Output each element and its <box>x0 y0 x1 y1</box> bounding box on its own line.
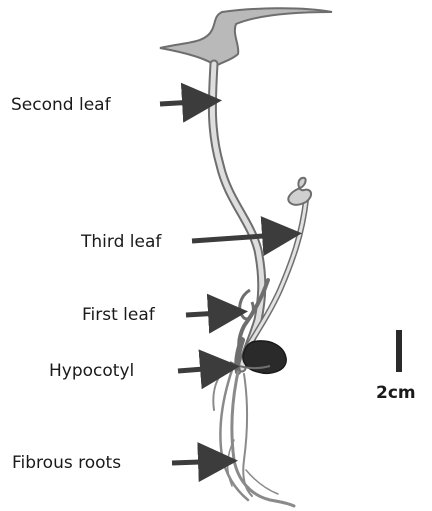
main-stem <box>212 64 261 368</box>
scale-bar <box>396 330 402 372</box>
first-leaf-label: First leaf <box>82 305 155 325</box>
fibrous-roots-arrow <box>172 461 228 463</box>
third-leaf-curl <box>288 178 311 205</box>
hypocotyl-arrow <box>178 367 230 371</box>
first-leaf-loop <box>240 290 254 319</box>
second-leaf-label: Second leaf <box>11 95 111 115</box>
label-arrows <box>160 101 292 463</box>
first-leaf-arrow <box>186 312 238 315</box>
third-leaf-arrow <box>192 234 292 241</box>
fibrous-roots-label: Fibrous roots <box>12 453 121 473</box>
second-leaf-blade <box>160 8 332 66</box>
scale-bar-label: 2cm <box>376 383 416 403</box>
second-leaf-arrow <box>160 101 212 104</box>
fibrous-roots <box>213 368 294 506</box>
hypocotyl-label: Hypocotyl <box>49 361 134 381</box>
third-leaf-label: Third leaf <box>81 232 161 252</box>
